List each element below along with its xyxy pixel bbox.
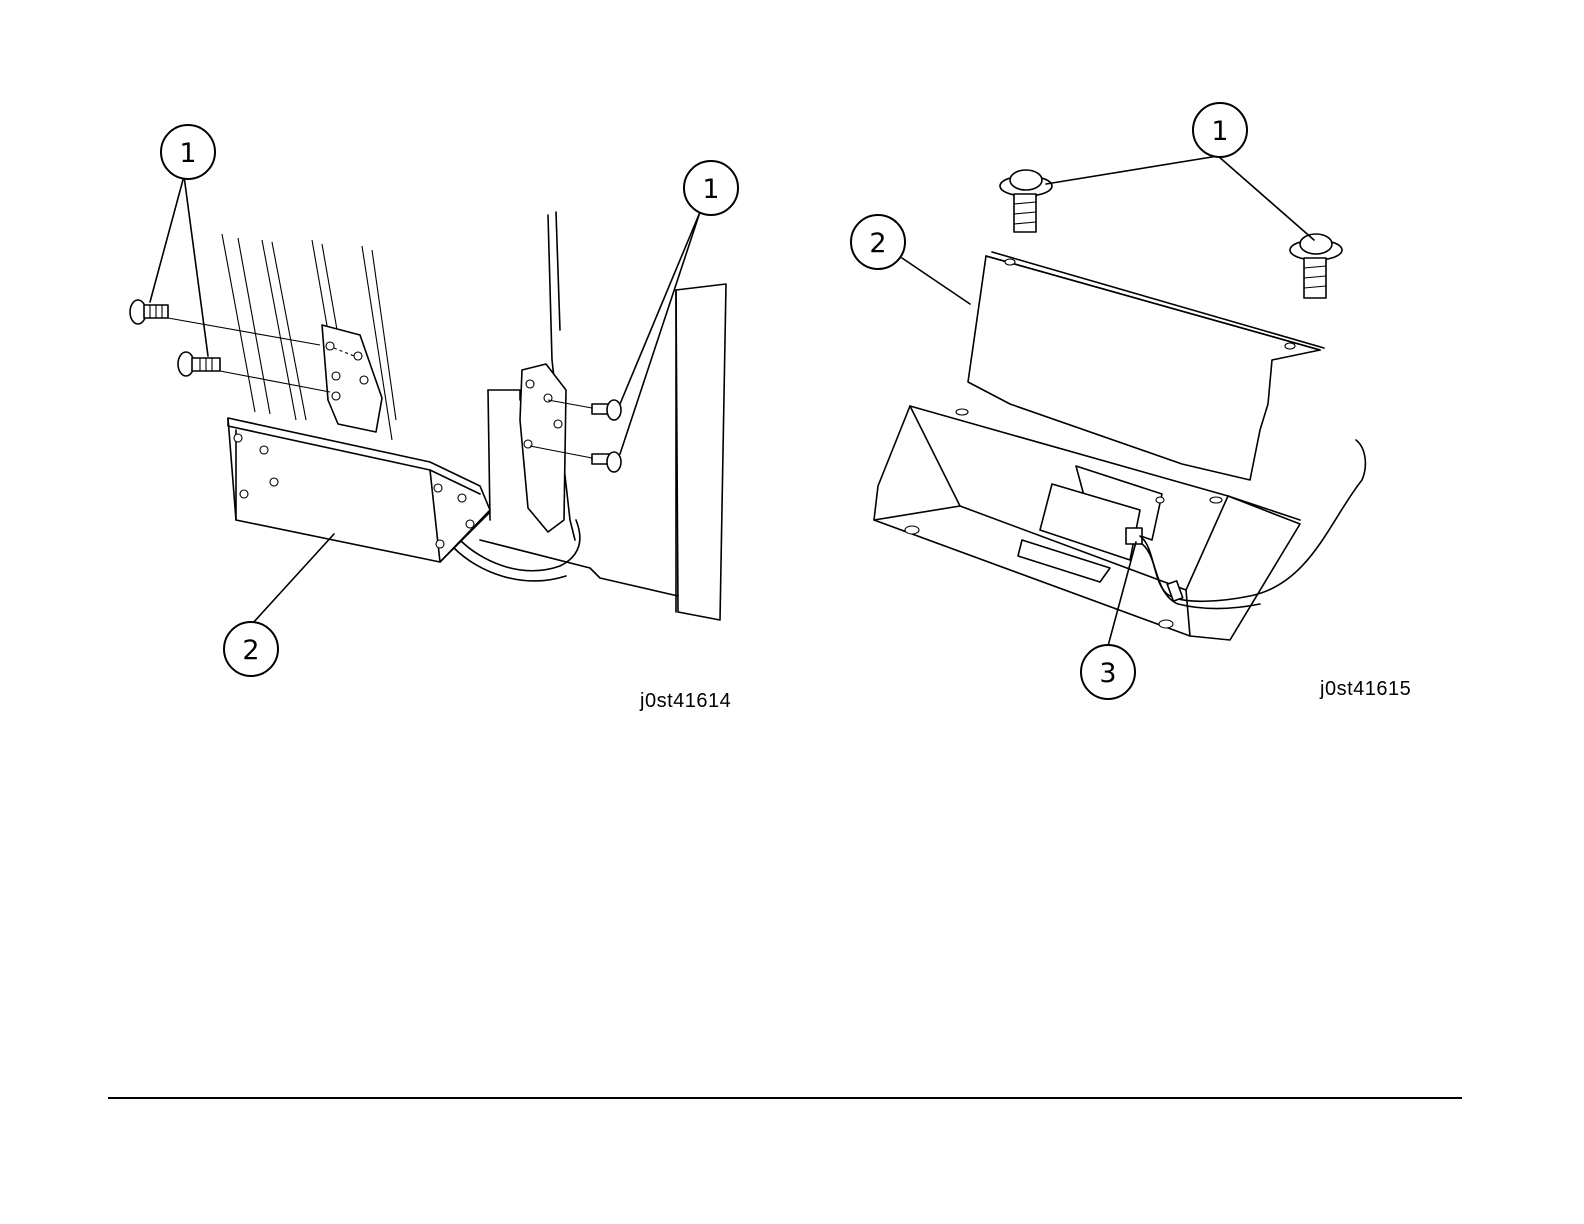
svg-text:2: 2 [242,635,259,666]
figure-id-right: j0st41615 [1320,678,1411,701]
left-bracket [322,325,382,432]
screw-left-upper [130,300,320,345]
callout-2-right: 2 [851,215,905,269]
svg-text:1: 1 [1211,116,1228,147]
figure-id-left: j0st41614 [640,690,731,713]
side-panels [480,212,726,620]
left-illustration: 1 1 2 [0,0,790,760]
figure-right: 1 2 3 j0st41615 [790,0,1584,760]
cable [460,520,580,571]
sensor-module [228,418,490,562]
screw-right-a [1000,170,1052,232]
callout-2: 2 [224,622,278,676]
svg-text:1: 1 [702,174,719,205]
screw-right-b [1290,234,1342,298]
svg-text:1: 1 [179,138,196,169]
screw-left-lower [178,352,330,392]
right-illustration: 1 2 3 [790,0,1584,760]
callout-3: 3 [1081,645,1135,699]
callout-1-right: 1 [684,161,738,215]
svg-text:3: 3 [1099,658,1116,689]
footer-rule [108,1097,1462,1099]
callout-1-left: 1 [161,125,215,179]
svg-text:2: 2 [869,228,886,259]
callout-1-top: 1 [1193,103,1247,157]
figure-left: 1 1 2 j0st41614 [0,0,790,760]
